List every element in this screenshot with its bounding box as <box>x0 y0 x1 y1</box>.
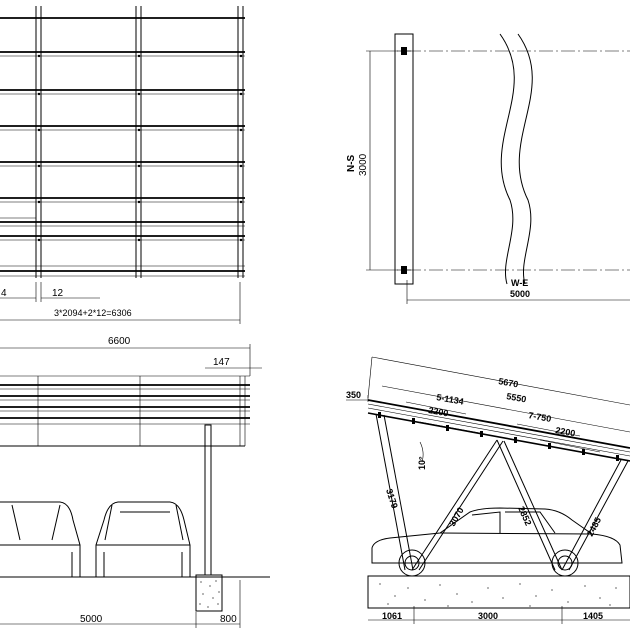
dim-5000-horizontal: 5000 <box>510 289 530 299</box>
front-view: 6600 147 <box>0 336 270 628</box>
break-line-left <box>499 33 515 285</box>
side-dim-2200-a: 2200 <box>428 405 449 418</box>
side-dim-2200-b: 2200 <box>555 425 576 438</box>
front-footing <box>195 574 223 612</box>
top-right-view: N-S 3000 W-E 5000 <box>346 33 630 304</box>
plan-dim-12: 12 <box>52 288 64 299</box>
label-ns: N-S <box>346 154 357 172</box>
plan-view: 4 12 3*2094+2*12=6306 <box>0 6 245 324</box>
side-dim-3179: 3179 <box>384 488 400 510</box>
side-dim-2852: 2852 <box>516 505 533 527</box>
side-dim-1061: 1061 <box>382 611 402 621</box>
break-line-right <box>517 33 533 285</box>
angle-arc <box>419 441 424 463</box>
front-dim-147: 147 <box>213 357 230 368</box>
side-dim-350: 350 <box>346 390 361 400</box>
side-dim-3000: 3000 <box>478 611 498 621</box>
side-angle-10: 10° <box>417 456 427 470</box>
front-car-left <box>0 501 81 577</box>
side-dim-7-750: 7-750 <box>528 410 552 424</box>
side-dim-5-1134: 5-1134 <box>436 392 465 407</box>
plan-dim-total: 3*2094+2*12=6306 <box>54 308 132 318</box>
front-dim-6600: 6600 <box>108 336 131 347</box>
dim-3000-vertical: 3000 <box>358 153 369 176</box>
side-view: 5670 5550 350 5-1134 2200 7-750 2200 10°… <box>346 356 630 624</box>
front-post <box>204 424 212 576</box>
front-dim-5000: 5000 <box>80 614 103 625</box>
side-dim-5550: 5550 <box>506 391 527 404</box>
plan-dim-left: 4 <box>1 288 7 299</box>
ground-slab <box>367 575 630 609</box>
label-we: W-E <box>511 278 528 288</box>
front-dim-800: 800 <box>220 614 237 625</box>
front-car-right <box>95 501 191 577</box>
side-dim-5670: 5670 <box>498 376 519 389</box>
side-car <box>371 507 623 564</box>
side-dim-1405: 1405 <box>583 611 603 621</box>
